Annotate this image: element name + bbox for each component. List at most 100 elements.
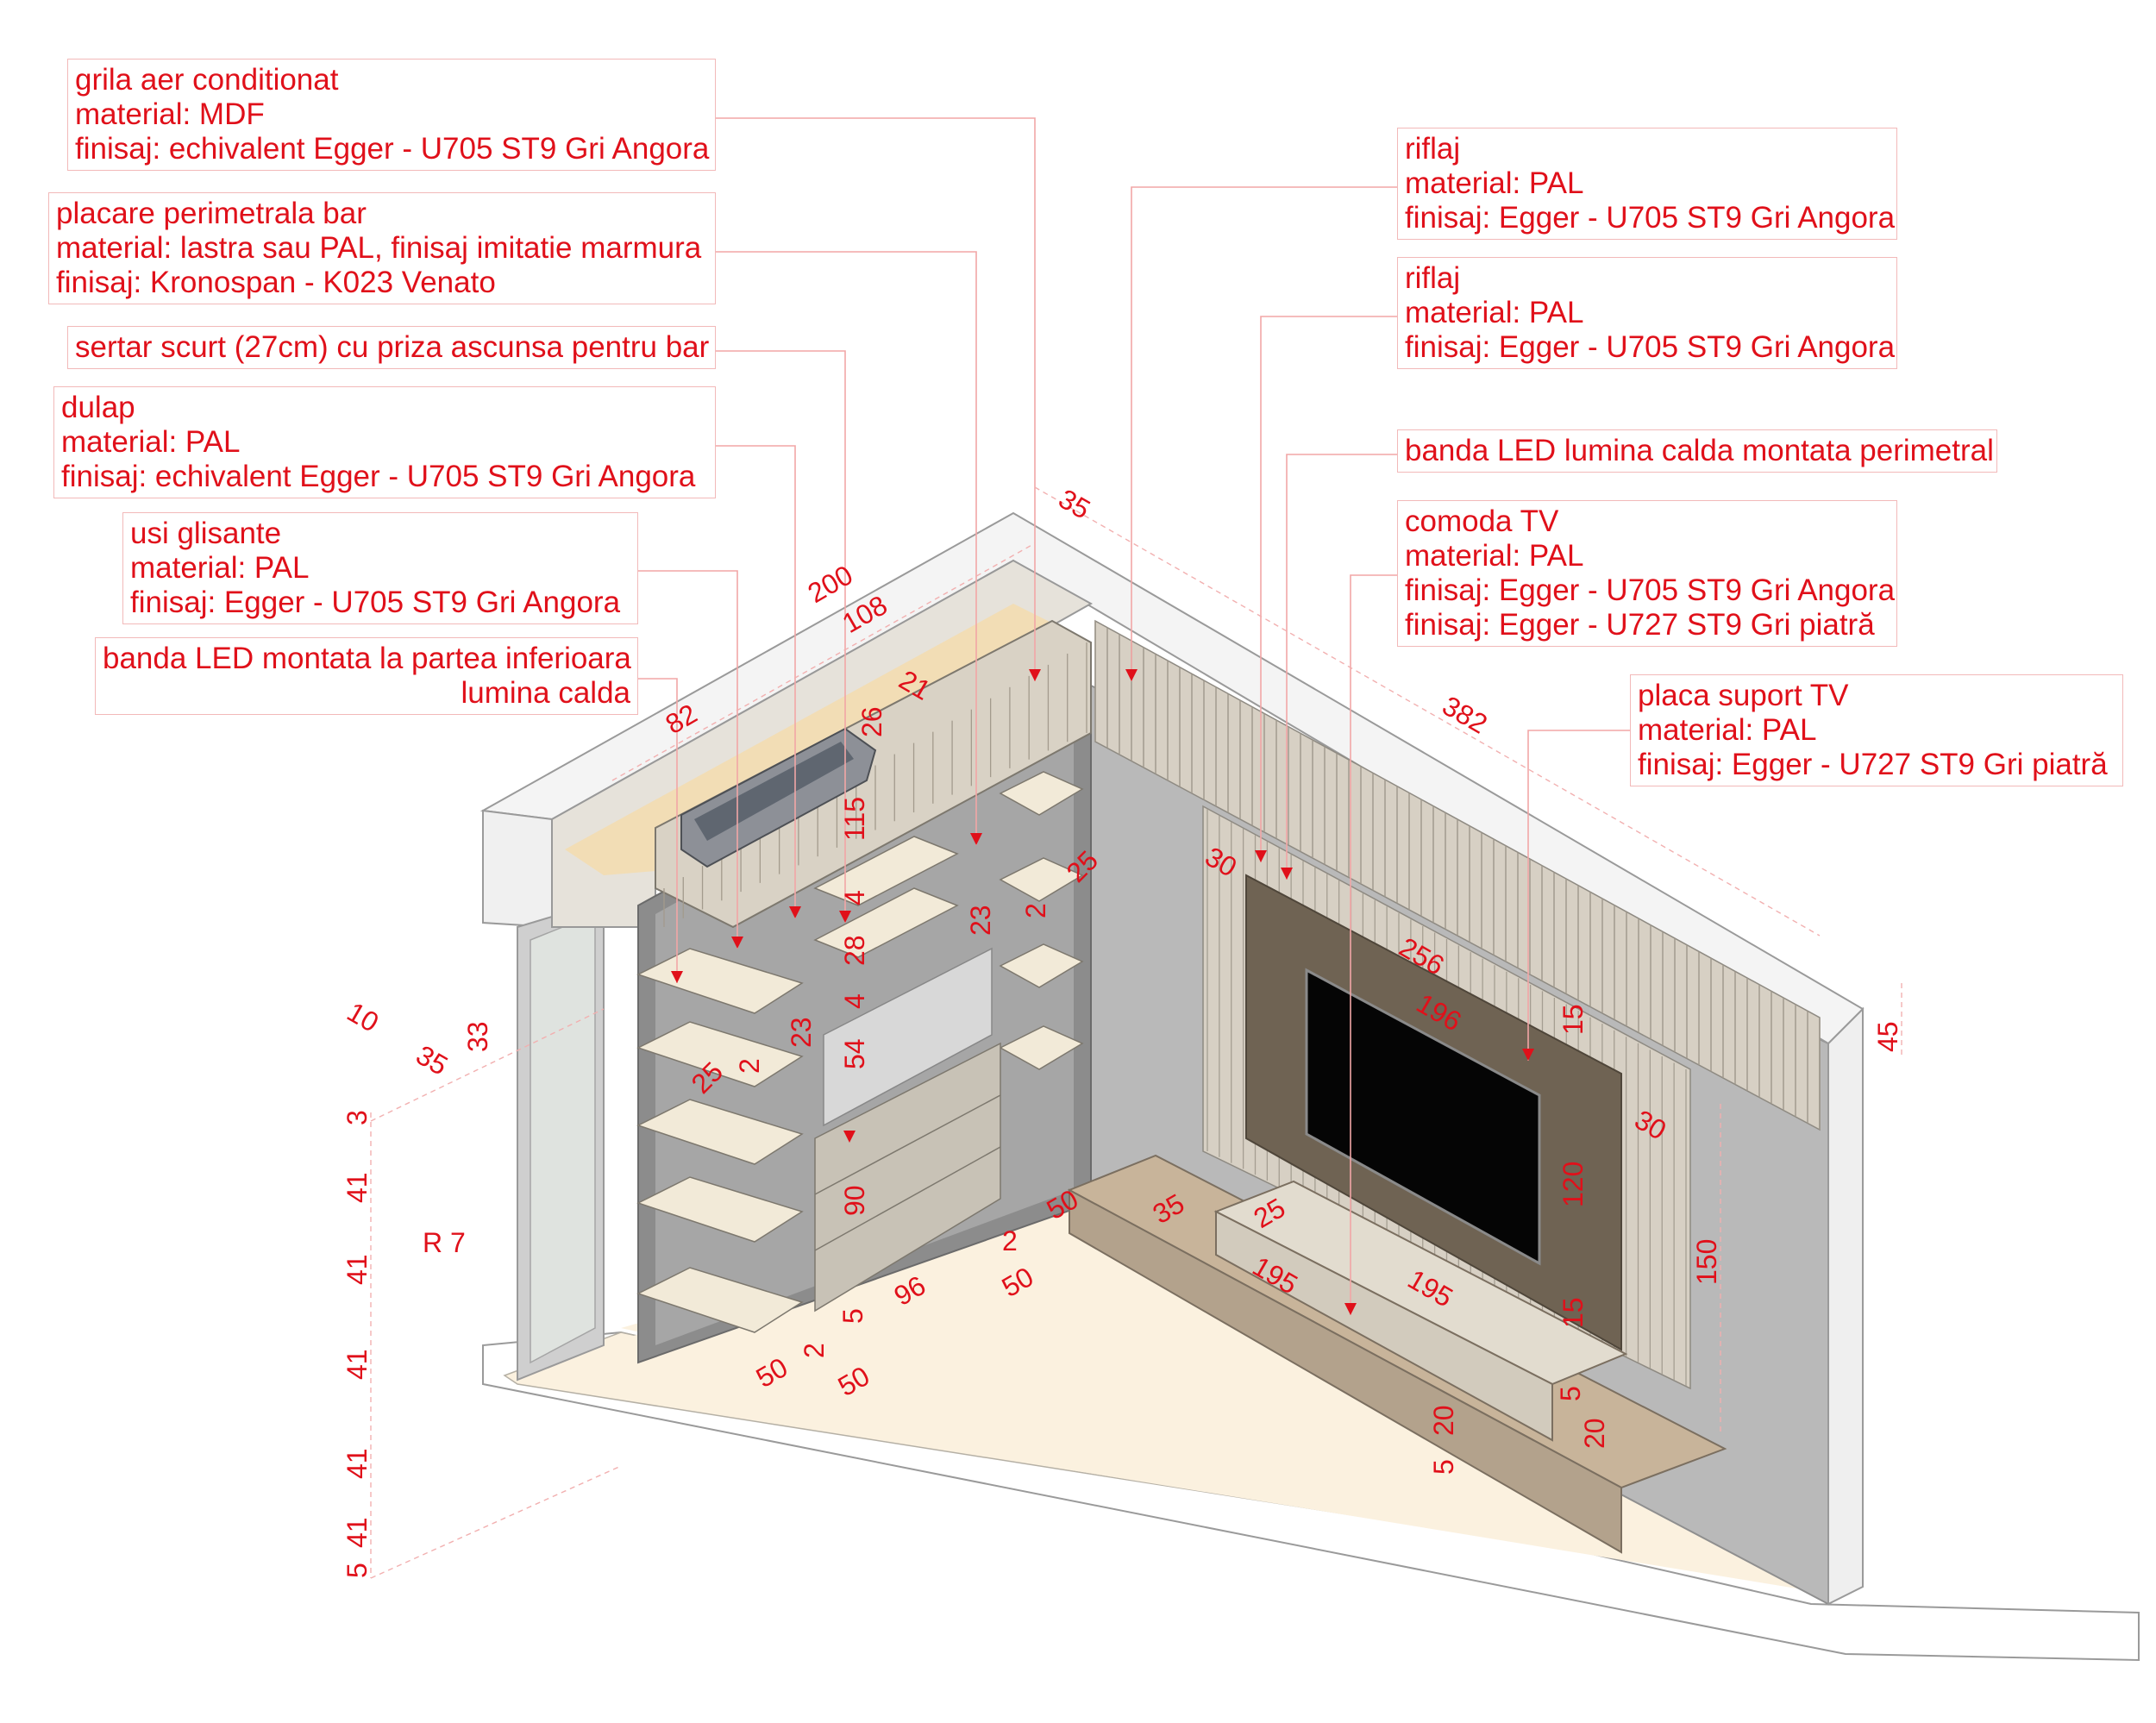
drawer-line — [814, 1094, 1001, 1195]
dim-28: 28 — [839, 935, 870, 966]
label-comoda: comoda TV material: PAL finisaj: Egger -… — [1397, 500, 1897, 647]
dim-90: 90 — [839, 1185, 870, 1216]
dim-2d: 2 — [799, 1343, 830, 1358]
dim-4a: 4 — [839, 890, 870, 905]
label-placare: placare perimetrala bar material: lastra… — [48, 192, 716, 304]
label-banda-inf: banda LED montata la partea inferioara l… — [95, 637, 638, 715]
shelf-right — [999, 1025, 1084, 1070]
riflaj-slats — [1094, 621, 1821, 1130]
shelves — [636, 771, 1084, 1333]
label-line: material: PAL — [1638, 713, 1817, 747]
shelf-left — [636, 1021, 804, 1087]
label-banda-per: banda LED lumina calda montata perimetra… — [1397, 429, 1997, 473]
label-line: banda LED lumina calda montata perimetra… — [1405, 434, 1994, 467]
label-dulap: dulap material: PAL finisaj: echivalent … — [53, 386, 716, 498]
dim-4b: 4 — [839, 993, 870, 1009]
label-line: lumina calda — [461, 676, 631, 710]
floor-plane-2 — [517, 1199, 1828, 1594]
label-line: finisaj: echivalent Egger - U705 ST9 Gri… — [61, 460, 696, 493]
leader-banda-inf — [638, 678, 678, 983]
dim-20b: 20 — [1579, 1418, 1610, 1449]
dim-26: 26 — [856, 706, 887, 737]
arrow-marker — [970, 833, 982, 845]
dim-200: 200 — [803, 559, 858, 609]
arrow-marker — [1255, 850, 1267, 862]
dim-382: 382 — [1438, 690, 1493, 740]
label-placa: placa suport TV material: PAL finisaj: E… — [1630, 674, 2123, 786]
dim-54: 54 — [839, 1038, 870, 1069]
dim-120: 120 — [1557, 1162, 1589, 1207]
shelf-left — [636, 948, 804, 1014]
ac-unit-grille — [694, 742, 854, 841]
leader-banda-per — [1286, 454, 1397, 880]
dim-35c: 35 — [411, 1039, 454, 1081]
label-usi: usi glisante material: PAL finisaj: Egge… — [122, 512, 638, 624]
label-sertar: sertar scurt (27cm) cu priza ascunsa pen… — [67, 326, 716, 369]
dim-line — [370, 1465, 622, 1579]
leader-comoda — [1350, 574, 1397, 1315]
shelf-right — [999, 771, 1084, 816]
label-line: placa suport TV — [1638, 679, 1849, 712]
arrow-marker — [789, 906, 801, 918]
dim-5a: 5 — [837, 1308, 868, 1324]
label-line: sertar scurt (27cm) cu priza ascunsa pen… — [75, 330, 710, 364]
leader-riflaj2 — [1260, 316, 1397, 862]
shelf-left — [636, 1176, 804, 1243]
label-line: finisaj: echivalent Egger - U705 ST9 Gri… — [75, 132, 710, 166]
shelf-left — [636, 1267, 804, 1333]
label-line: comoda TV — [1405, 504, 1559, 538]
leader-usi — [638, 570, 738, 949]
dim-23b: 23 — [786, 1017, 817, 1048]
label-line: material: MDF — [75, 97, 265, 131]
dim-45: 45 — [1872, 1021, 1903, 1052]
dim-41a: 41 — [342, 1172, 373, 1203]
label-line: material: PAL — [61, 425, 241, 459]
arrow-marker — [1029, 669, 1041, 681]
label-grila: grila aer conditionat material: MDF fini… — [67, 59, 716, 171]
niche — [823, 947, 993, 1127]
label-line: placare perimetrala bar — [56, 197, 367, 230]
arrow-marker — [1344, 1303, 1357, 1315]
dim-3: 3 — [342, 1110, 373, 1125]
label-line: finisaj: Kronospan - K023 Venato — [56, 266, 496, 299]
ac-box — [655, 619, 1092, 929]
label-line: finisaj: Egger - U727 ST9 Gri piatră — [1405, 608, 1875, 642]
ac-box-slats — [663, 642, 1087, 927]
dim-5b: 5 — [1555, 1386, 1586, 1401]
dim-5c: 5 — [1428, 1459, 1459, 1475]
tv-console-long-face — [1069, 1188, 1622, 1554]
label-line: banda LED montata la partea inferioara — [103, 642, 631, 675]
label-line: dulap — [61, 391, 135, 424]
dim-20a: 20 — [1428, 1405, 1459, 1436]
dim-41b: 41 — [342, 1254, 373, 1285]
dim-r7: R 7 — [423, 1227, 466, 1258]
label-line: riflaj — [1405, 132, 1461, 166]
leader-placare — [716, 251, 977, 845]
label-line: finisaj: Egger - U705 ST9 Gri Angora — [1405, 330, 1896, 364]
dim-line — [611, 542, 1036, 781]
shelf-left — [636, 1099, 804, 1165]
dim-33: 33 — [462, 1021, 493, 1052]
dim-2a: 2 — [1020, 903, 1051, 918]
label-line: finisaj: Egger - U705 ST9 Gri Angora — [130, 586, 621, 619]
arrow-marker — [1522, 1049, 1534, 1061]
dim-15a: 15 — [1557, 1004, 1589, 1035]
arrow-marker — [1125, 669, 1138, 681]
shelf-right — [999, 943, 1084, 988]
tv-console-drawer-face — [1215, 1210, 1553, 1442]
drawer-stack — [814, 1042, 1001, 1313]
left-wall-glass — [530, 912, 596, 1364]
leader-sertar — [716, 350, 846, 923]
label-line: grila aer conditionat — [75, 63, 339, 97]
arrow-marker — [839, 911, 851, 923]
shelf-right — [999, 857, 1084, 902]
arrow-marker — [1281, 868, 1293, 880]
dim-41e: 41 — [342, 1517, 373, 1548]
leader-placa — [1527, 730, 1630, 1061]
dim-10: 10 — [342, 996, 385, 1038]
tv-screen — [1305, 968, 1541, 1266]
label-line: material: PAL — [1405, 296, 1584, 329]
dim-15b: 15 — [1557, 1297, 1589, 1328]
leader-grila — [716, 117, 1036, 681]
